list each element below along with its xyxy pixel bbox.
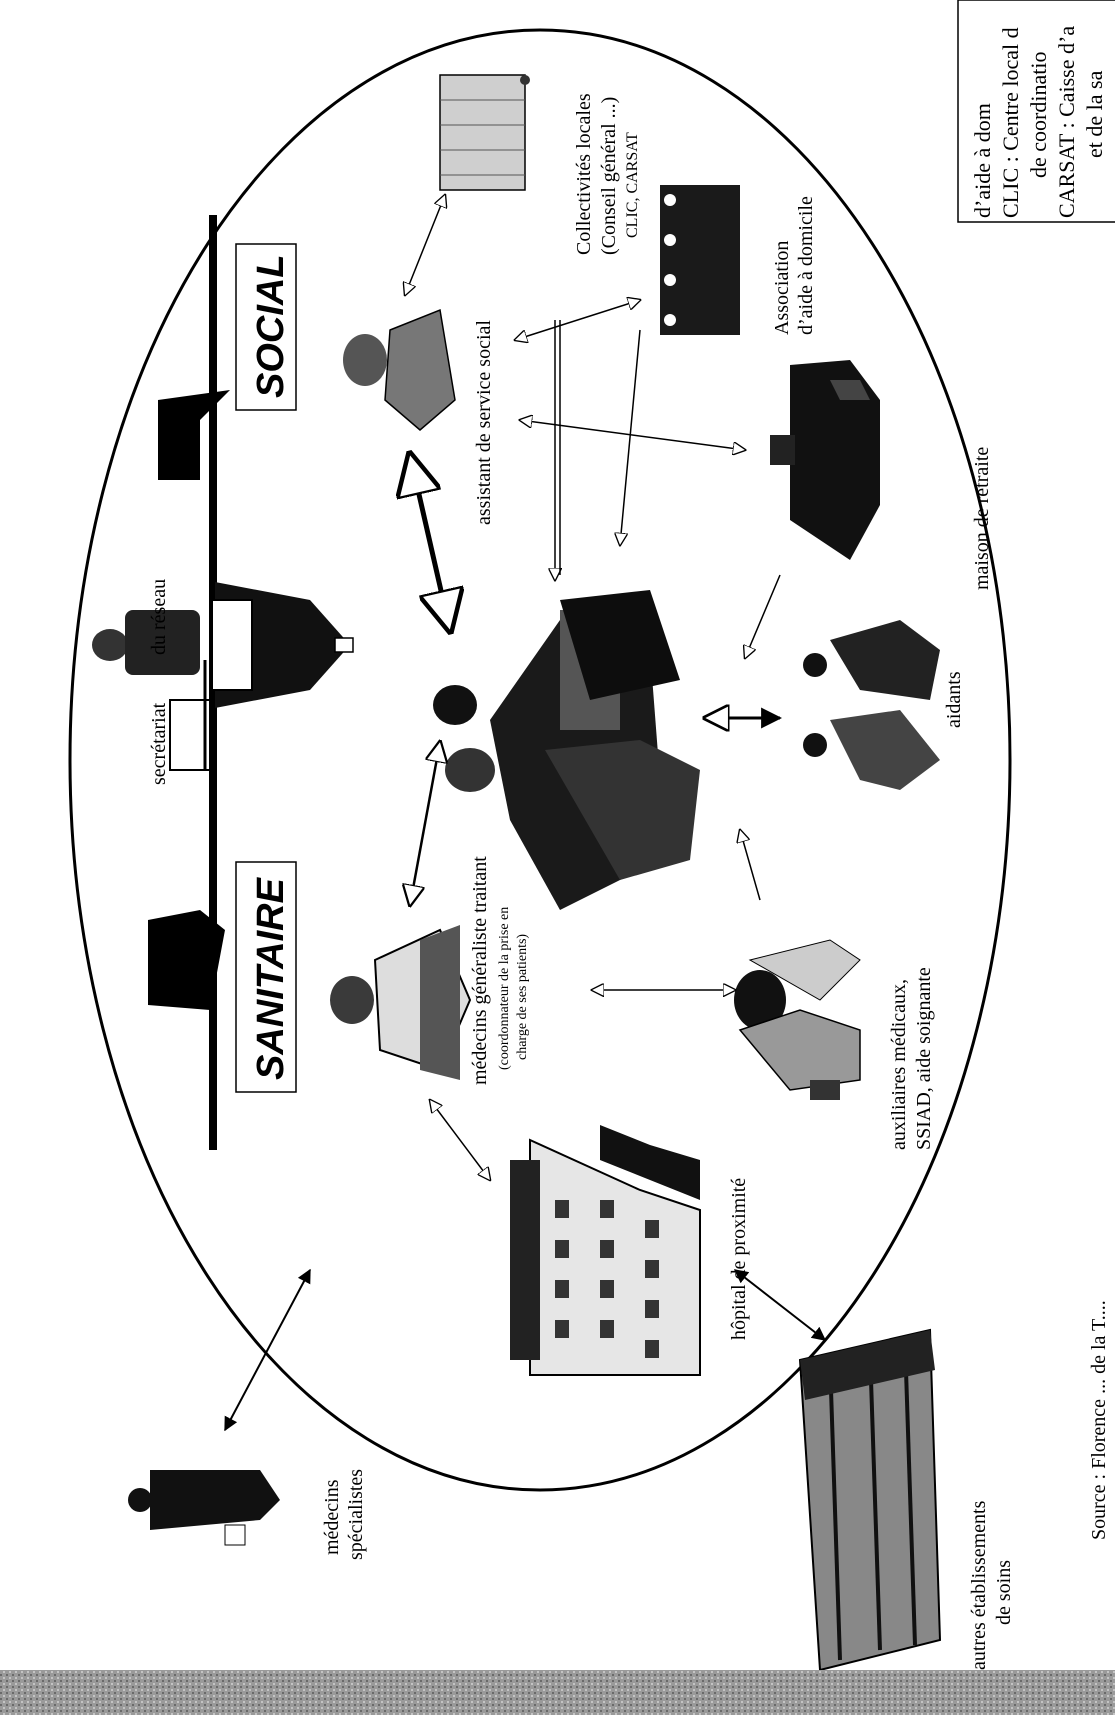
legend-line-4: CARSAT : Caisse d’a <box>1054 26 1079 218</box>
arrow-assistant-association <box>515 300 640 340</box>
arrow-assistant-maison <box>520 420 745 450</box>
aidants-figure <box>803 620 940 790</box>
collectivites-line2: (Conseil général ...) <box>598 97 620 255</box>
legend-box <box>957 0 1115 223</box>
secretariat-label: secrétariat <box>148 702 170 785</box>
arrow-association-patient <box>620 329 641 545</box>
other-facilities-building <box>798 1328 942 1672</box>
social-box: SOCIAL <box>235 243 297 411</box>
legend-line-5: et de la sa <box>1082 70 1107 158</box>
auxiliaires-line1: auxiliaires médicaux, <box>888 979 910 1150</box>
generalist-coord-line1: (coordonnateur de la prise en <box>497 907 512 1070</box>
specialists-line2: spécialistes <box>345 1469 367 1560</box>
auxiliaires-line2: SSIAD, aide soignante <box>913 967 935 1150</box>
arrow-social-worker-patient <box>410 455 450 630</box>
association-line2: d’aide à domicile <box>795 196 817 335</box>
association-line1: Association <box>771 241 793 335</box>
legend-line-2: CLIC : Centre local d <box>998 27 1023 218</box>
specialists-line1: médecins <box>321 1479 343 1555</box>
retirement-home-label: maison de retraite <box>971 447 993 590</box>
arrow-generalist-patient <box>410 742 440 905</box>
network-ellipse <box>68 28 1012 1492</box>
legend-text: d’aide à dom CLIC : Centre local d de co… <box>970 26 1107 218</box>
collectivites-line1: Collectivités locales <box>573 93 595 255</box>
arrow-maison-patient <box>745 574 781 658</box>
arrow-specialists-network <box>224 1268 311 1432</box>
hospital-label: hôpital de proximité <box>728 1178 750 1340</box>
secretariat-figure <box>92 610 211 771</box>
social-worker-figure <box>343 308 456 431</box>
other-facilities-line2: de soins <box>993 1560 1015 1625</box>
arrow-generalist-hospital <box>430 1100 490 1180</box>
balance-fulcrum <box>211 582 354 708</box>
generalist-doctor-figure <box>330 925 472 1080</box>
source-footer: Source : Florence ... de la T.... <box>1088 1300 1110 1540</box>
sanitaire-weight <box>148 910 225 1010</box>
scan-edge-strip <box>0 1670 1115 1715</box>
collectivites-line3: CLIC, CARSAT <box>624 132 641 238</box>
sanitaire-label: SANITAIRE <box>250 876 292 1080</box>
generalist-coord-line2: charge de ses patients) <box>515 934 530 1060</box>
arrow-auxiliaires-patient <box>740 830 761 901</box>
arrow-facilities-network <box>733 1269 827 1341</box>
other-facilities-line1: autres établissements <box>968 1500 990 1670</box>
aidants-label: aidants <box>943 671 965 728</box>
auxiliaires-figure <box>734 939 861 1100</box>
retirement-home-building <box>770 360 880 560</box>
sanitaire-box: SANITAIRE <box>235 861 297 1093</box>
reseau-label: du réseau <box>148 579 170 655</box>
social-worker-label: assistant de service social <box>473 320 495 525</box>
social-weight <box>158 390 230 480</box>
legend-line-1: d’aide à dom <box>970 103 995 218</box>
specialist-doctor-figure <box>128 1470 280 1546</box>
arrow-assistant-collectivites <box>405 195 445 295</box>
social-label: SOCIAL <box>250 254 292 398</box>
generalist-label: médecins généraliste traitant <box>469 856 491 1085</box>
relationship-arrows <box>224 195 827 1432</box>
association-figure <box>660 185 740 335</box>
legend-line-3: de coordinatio <box>1026 52 1051 178</box>
patient-couple <box>433 590 700 910</box>
hospital-building <box>510 1125 701 1376</box>
collectivites-building <box>439 74 530 191</box>
